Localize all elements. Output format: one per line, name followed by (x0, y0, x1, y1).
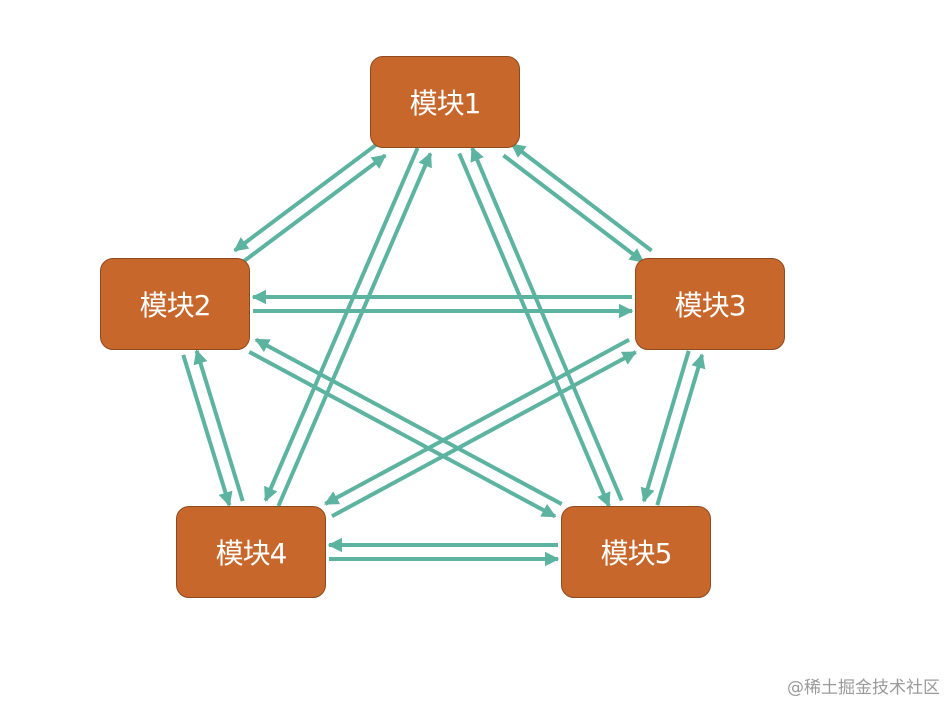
arrow-m5-to-m3 (655, 353, 706, 506)
arrow-m2-to-m4 (181, 354, 233, 507)
module-box-4[interactable]: 模块4 (176, 506, 326, 598)
arrow-m3-to-m5 (640, 350, 691, 503)
arrow-m2-to-m5 (248, 350, 557, 519)
arrow-m3-to-m4 (324, 338, 630, 506)
arrow-m1-to-m5 (457, 152, 611, 508)
arrow-m2-to-m1 (241, 153, 387, 264)
arrow-m4-to-m1 (276, 152, 433, 507)
arrow-m1-to-m4 (263, 147, 420, 502)
arrow-m5-to-m1 (470, 146, 624, 502)
module-box-2[interactable]: 模块2 (100, 258, 250, 350)
module-box-1[interactable]: 模块1 (370, 56, 520, 148)
arrow-m1-to-m2 (233, 142, 379, 253)
watermark: @稀土掘金技术社区 (787, 678, 940, 698)
arrow-m4-to-m2 (193, 349, 245, 502)
arrow-m5-to-m2 (254, 337, 563, 506)
module-box-5[interactable]: 模块5 (561, 506, 711, 598)
arrow-m4-to-m3 (331, 350, 637, 518)
arrow-m3-to-m1 (510, 142, 653, 253)
module-box-3[interactable]: 模块3 (635, 258, 785, 350)
arrow-m1-to-m3 (502, 153, 645, 264)
